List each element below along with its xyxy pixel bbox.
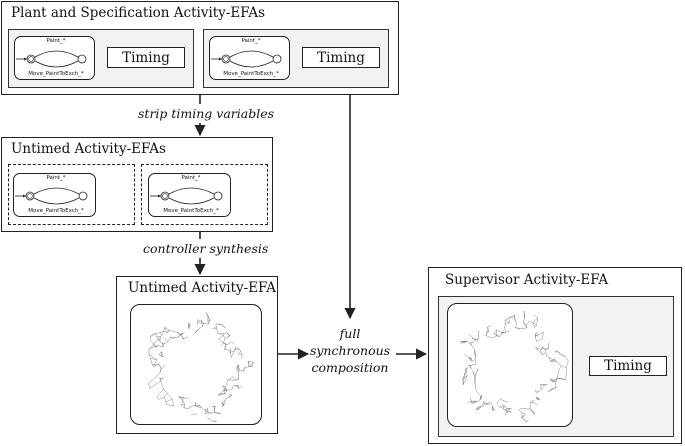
edge-label-top: Paint_* xyxy=(46,38,66,44)
supervisor-section: Supervisor Activity-EFA Timing xyxy=(428,267,682,444)
controller-synthesis-label: controller synthesis xyxy=(143,241,269,256)
untimed-efa-title: Untimed Activity-EFA xyxy=(128,280,276,296)
state-space-mesh xyxy=(148,312,254,422)
automaton-untimed-right: Paint_* Move_PaintToExch_* xyxy=(148,173,231,217)
synthesized-state-graph-box xyxy=(130,304,262,425)
plant-component-right: Paint_* Move_PaintToExch_* Timing xyxy=(203,29,389,88)
supervisor-title: Supervisor Activity-EFA xyxy=(445,272,609,288)
automaton-left: Paint_* Move_PaintToExch_* xyxy=(14,36,95,80)
composition-label: full synchronous composition xyxy=(300,325,400,376)
edge-label-top: Paint_* xyxy=(181,175,201,181)
plant-component-left: Paint_* Move_PaintToExch_* Timing xyxy=(8,29,194,88)
supervisor-component: Timing xyxy=(438,296,674,437)
untimed-component-right: Paint_* Move_PaintToExch_* xyxy=(141,164,268,225)
state-space-mesh xyxy=(460,311,569,423)
untimed-component-left: Paint_* Move_PaintToExch_* xyxy=(8,164,135,225)
edge-label-top: Paint_* xyxy=(241,38,261,44)
edge-label-bottom: Move_PaintToExch_* xyxy=(163,208,219,214)
plant-spec-title: Plant and Specification Activity-EFAs xyxy=(11,5,266,21)
timing-box: Timing xyxy=(589,356,667,376)
automaton-graph xyxy=(211,50,282,68)
edge-label-bottom: Move_PaintToExch_* xyxy=(28,208,84,214)
untimed-efas-section: Untimed Activity-EFAs Paint_* Move_Paint… xyxy=(1,137,273,232)
automaton-untimed-left: Paint_* Move_PaintToExch_* xyxy=(13,173,96,217)
automaton-graph xyxy=(16,50,87,68)
timing-box: Timing xyxy=(302,47,380,68)
edge-label-top: Paint_* xyxy=(46,175,66,181)
composition-line-3: composition xyxy=(311,360,389,375)
edge-label-bottom: Move_PaintToExch_* xyxy=(223,71,279,77)
edge-label-bottom: Move_PaintToExch_* xyxy=(28,71,84,77)
supervisor-state-graph-box xyxy=(447,303,573,427)
composition-line-1: full xyxy=(339,326,361,341)
plant-spec-section: Plant and Specification Activity-EFAs Pa… xyxy=(1,1,399,95)
automaton-graph xyxy=(15,187,88,205)
automaton-graph xyxy=(150,187,223,205)
automaton-right: Paint_* Move_PaintToExch_* xyxy=(209,36,290,80)
strip-timing-label: strip timing variables xyxy=(138,106,275,121)
composition-line-2: synchronous xyxy=(309,343,391,358)
timing-box: Timing xyxy=(107,47,185,68)
untimed-efa-section: Untimed Activity-EFA xyxy=(116,276,278,434)
untimed-efas-title: Untimed Activity-EFAs xyxy=(11,141,166,157)
